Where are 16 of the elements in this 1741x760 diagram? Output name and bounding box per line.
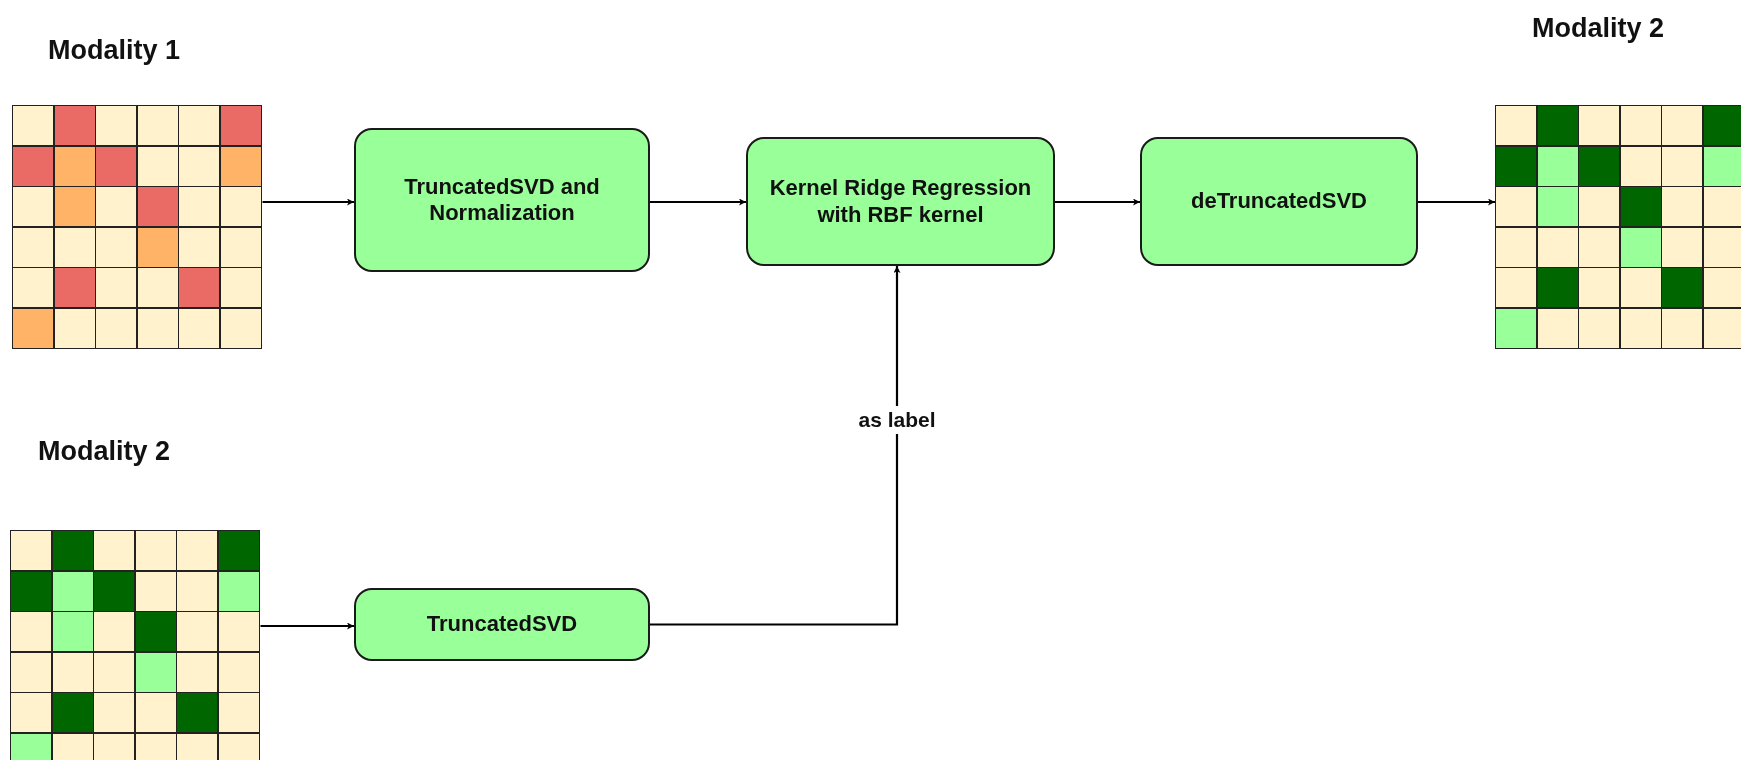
process-box: Kernel Ridge Regression with RBF kernel: [746, 137, 1055, 266]
process-box: TruncatedSVD: [354, 588, 650, 661]
arrow: [650, 266, 901, 626]
arrow: [1055, 198, 1140, 206]
matrix-title: Modality 1: [48, 35, 181, 66]
matrix-drawing: [12, 105, 262, 349]
matrix-title: Modality 2: [1532, 13, 1665, 44]
process-box: deTruncatedSVD: [1140, 137, 1418, 266]
matrix-title: Modality 2: [38, 436, 171, 467]
arrow: [260, 622, 354, 630]
arrow: [262, 198, 354, 206]
arrow: [1418, 198, 1495, 206]
matrix-drawing: [1495, 105, 1741, 349]
process-box: TruncatedSVD and Normalization: [354, 128, 650, 272]
matrix-drawing: [10, 530, 260, 760]
arrow: [650, 198, 746, 206]
